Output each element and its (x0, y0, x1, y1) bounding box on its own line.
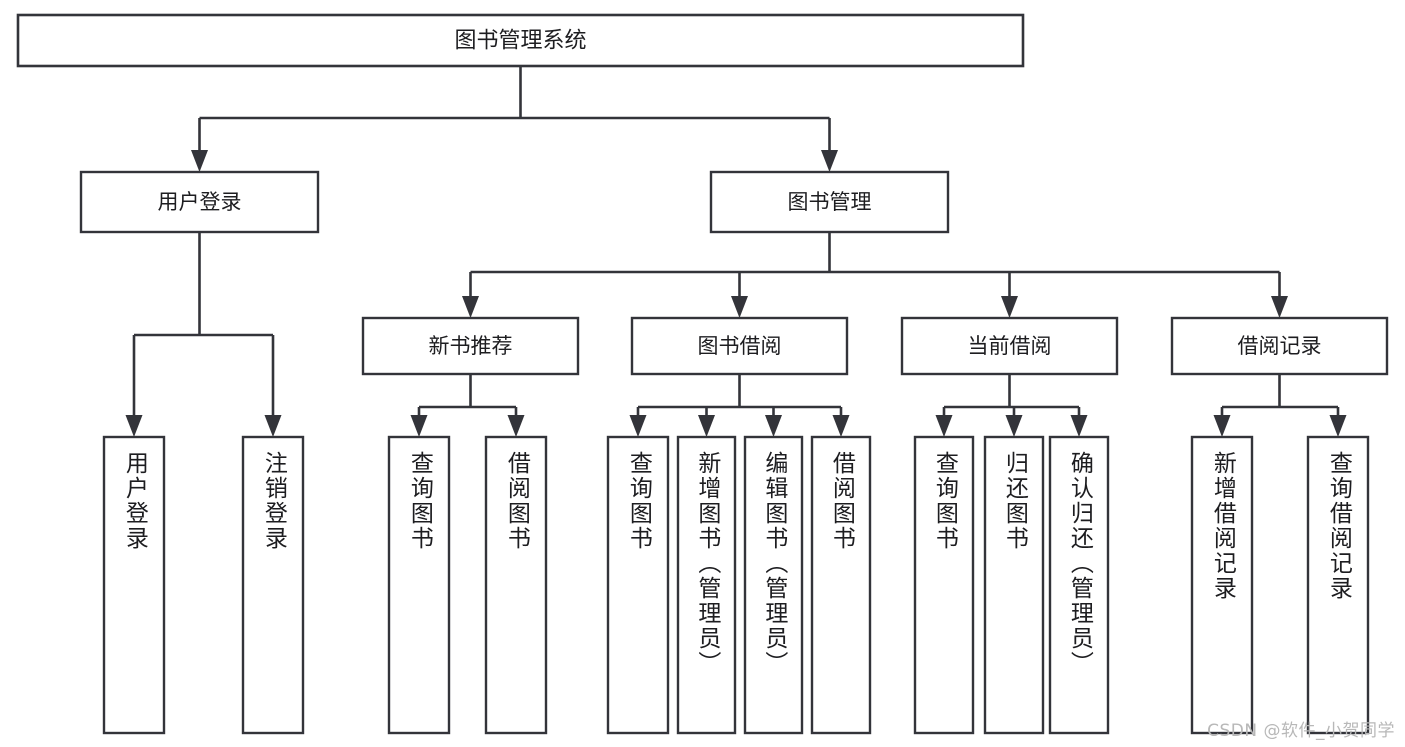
node-hit-confirm-return-admin[interactable] (1050, 437, 1108, 733)
node-label-borrow-records: 借阅记录 (1238, 334, 1322, 358)
node-user-login[interactable]: 用户登录 (79, 170, 320, 234)
connector-book-borrow-to-add-book-admin-arrowhead (698, 415, 715, 437)
node-label-current-borrow: 当前借阅 (968, 334, 1052, 358)
node-box-user-logout[interactable] (241, 435, 305, 735)
connector-current-borrow-to-return-book-arrowhead (1005, 415, 1023, 437)
node-hit-query-borrow-record[interactable] (1308, 437, 1368, 733)
node-label-book-management: 图书管理 (788, 190, 872, 214)
node-box-query-book-borrow[interactable] (606, 435, 670, 735)
node-box-new-book-recommend[interactable] (361, 316, 580, 376)
connector-book-management-to-new-book-recommend-arrowhead (462, 296, 479, 318)
connector-book-borrow-to-borrow-book-action-arrowhead (832, 415, 850, 437)
node-label-root: 图书管理系统 (454, 29, 586, 54)
node-hit-query-book-rec[interactable] (389, 437, 449, 733)
node-query-borrow-record[interactable] (1306, 435, 1370, 735)
connector-borrow-records-to-add-borrow-record-arrowhead (1213, 415, 1231, 437)
node-root[interactable]: 图书管理系统 (16, 13, 1025, 68)
node-hit-user-logout[interactable] (243, 437, 303, 733)
connector-new-book-recommend-to-borrow-book-rec-arrowhead (507, 415, 525, 437)
node-box-query-borrow-record[interactable] (1306, 435, 1370, 735)
connector-book-borrow-to-query-book-borrow-arrowhead (629, 415, 647, 437)
node-new-book-recommend[interactable]: 新书推荐 (361, 316, 580, 376)
connector-book-management-to-borrow-records-arrowhead (1271, 296, 1288, 318)
node-box-book-management[interactable] (709, 170, 950, 234)
node-hit-return-book[interactable] (985, 437, 1043, 733)
node-box-edit-book-admin[interactable] (743, 435, 804, 735)
node-box-confirm-return-admin[interactable] (1048, 435, 1110, 735)
node-edit-book-admin[interactable] (743, 435, 804, 735)
node-box-borrow-book-rec[interactable] (484, 435, 548, 735)
connector-book-management-to-current-borrow-arrowhead (1001, 296, 1018, 318)
node-hit-add-borrow-record[interactable] (1192, 437, 1252, 733)
connector-root-to-book-management-arrowhead (821, 150, 838, 172)
node-book-management[interactable]: 图书管理 (709, 170, 950, 234)
node-hit-user-login-do[interactable] (104, 437, 164, 733)
connector-book-borrow-to-edit-book-admin-arrowhead (765, 415, 782, 437)
node-add-borrow-record[interactable] (1190, 435, 1254, 735)
node-box-borrow-book-action[interactable] (810, 435, 872, 735)
node-box-current-borrow[interactable] (900, 316, 1119, 376)
connector-current-borrow-to-query-book-current-arrowhead (935, 415, 953, 437)
node-confirm-return-admin[interactable] (1048, 435, 1110, 735)
node-box-book-borrow[interactable] (630, 316, 849, 376)
connector-new-book-recommend-to-query-book-rec-arrowhead (410, 415, 428, 437)
node-box-add-book-admin[interactable] (676, 435, 737, 735)
node-hit-borrow-book-rec[interactable] (486, 437, 546, 733)
node-query-book-current[interactable] (913, 435, 975, 735)
connector-borrow-records-to-query-borrow-record-arrowhead (1329, 415, 1347, 437)
node-query-book-rec[interactable] (387, 435, 451, 735)
connector-user-login-to-user-login-do-arrowhead (125, 415, 143, 437)
node-box-query-book-rec[interactable] (387, 435, 451, 735)
node-box-query-book-current[interactable] (913, 435, 975, 735)
node-hit-edit-book-admin[interactable] (745, 437, 802, 733)
connector-user-login-to-user-logout-arrowhead (264, 415, 282, 437)
node-current-borrow[interactable]: 当前借阅 (900, 316, 1119, 376)
node-borrow-book-action[interactable] (810, 435, 872, 735)
node-box-root[interactable] (16, 13, 1025, 68)
node-query-book-borrow[interactable] (606, 435, 670, 735)
node-borrow-book-rec[interactable] (484, 435, 548, 735)
node-box-add-borrow-record[interactable] (1190, 435, 1254, 735)
node-label-book-borrow: 图书借阅 (698, 334, 782, 358)
node-label-new-book-recommend: 新书推荐 (429, 334, 513, 358)
connector-current-borrow-to-confirm-return-admin-arrowhead (1070, 415, 1088, 437)
watermark-text: CSDN @软件_小贺同学 (1207, 721, 1395, 741)
node-hit-query-book-borrow[interactable] (608, 437, 668, 733)
node-box-return-book[interactable] (983, 435, 1045, 735)
node-user-logout[interactable] (241, 435, 305, 735)
node-box-user-login-do[interactable] (102, 435, 166, 735)
node-hit-query-book-current[interactable] (915, 437, 973, 733)
node-add-book-admin[interactable] (676, 435, 737, 735)
connector-root-to-user-login-arrowhead (191, 150, 208, 172)
node-user-login-do[interactable] (102, 435, 166, 735)
node-book-borrow[interactable]: 图书借阅 (630, 316, 849, 376)
node-borrow-records[interactable]: 借阅记录 (1170, 316, 1389, 376)
node-label-user-login: 用户登录 (158, 190, 242, 214)
connector-book-management-to-book-borrow-arrowhead (731, 296, 748, 318)
node-return-book[interactable] (983, 435, 1045, 735)
node-hit-add-book-admin[interactable] (678, 437, 735, 733)
node-hit-borrow-book-action[interactable] (812, 437, 870, 733)
